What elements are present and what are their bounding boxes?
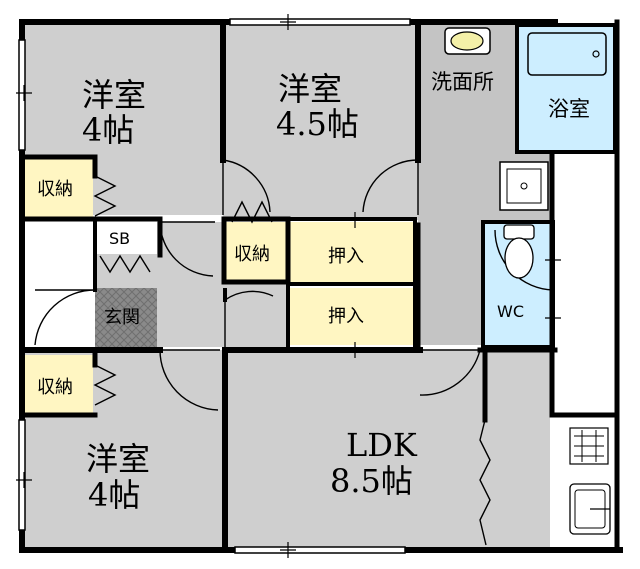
doors xyxy=(34,159,554,546)
label-washroom: 洗面所 xyxy=(431,70,494,94)
label-entrance: 玄関 xyxy=(104,307,140,328)
label-closet-upper: 押入 xyxy=(328,246,364,267)
label-ldk-size: 8.5帖 xyxy=(330,462,413,500)
walls xyxy=(18,18,623,554)
washing-machine-pan-icon xyxy=(499,161,549,211)
label-shoe-box: SB xyxy=(109,229,130,248)
label-western-sw-name: 洋室 xyxy=(86,440,150,478)
label-ldk-name: LDK xyxy=(346,426,418,464)
label-western-sw-size: 4帖 xyxy=(88,476,140,514)
bathtub-icon xyxy=(527,32,607,76)
stove-icon xyxy=(569,427,609,465)
label-bath: 浴室 xyxy=(548,97,590,121)
hallway-mid xyxy=(225,283,290,350)
label-western-n-name: 洋室 xyxy=(278,70,342,108)
label-western-nw-size: 4帖 xyxy=(82,111,134,149)
room-ldk xyxy=(225,350,485,548)
label-storage-sw: 収納 xyxy=(37,377,73,398)
room-entrance xyxy=(95,288,157,347)
label-wc: WC xyxy=(497,302,524,321)
sink-icon xyxy=(444,27,491,55)
label-western-nw-name: 洋室 xyxy=(82,76,146,114)
label-western-n-size: 4.5帖 xyxy=(276,105,359,143)
toilet-icon xyxy=(503,224,535,279)
label-storage-center: 収納 xyxy=(234,244,270,265)
storage-nw xyxy=(25,157,93,219)
storage-sw xyxy=(25,355,93,415)
room-western-n xyxy=(223,25,418,220)
closet-lower xyxy=(290,288,415,345)
label-closet-lower: 押入 xyxy=(328,306,364,327)
storage-center xyxy=(224,222,286,282)
label-storage-nw: 収納 xyxy=(37,179,73,200)
room-shoe-box xyxy=(95,222,157,254)
closet-upper xyxy=(290,222,415,282)
kitchen-sink-icon xyxy=(569,483,611,535)
wall-ticks xyxy=(16,14,561,558)
room-kitchen xyxy=(485,350,550,548)
